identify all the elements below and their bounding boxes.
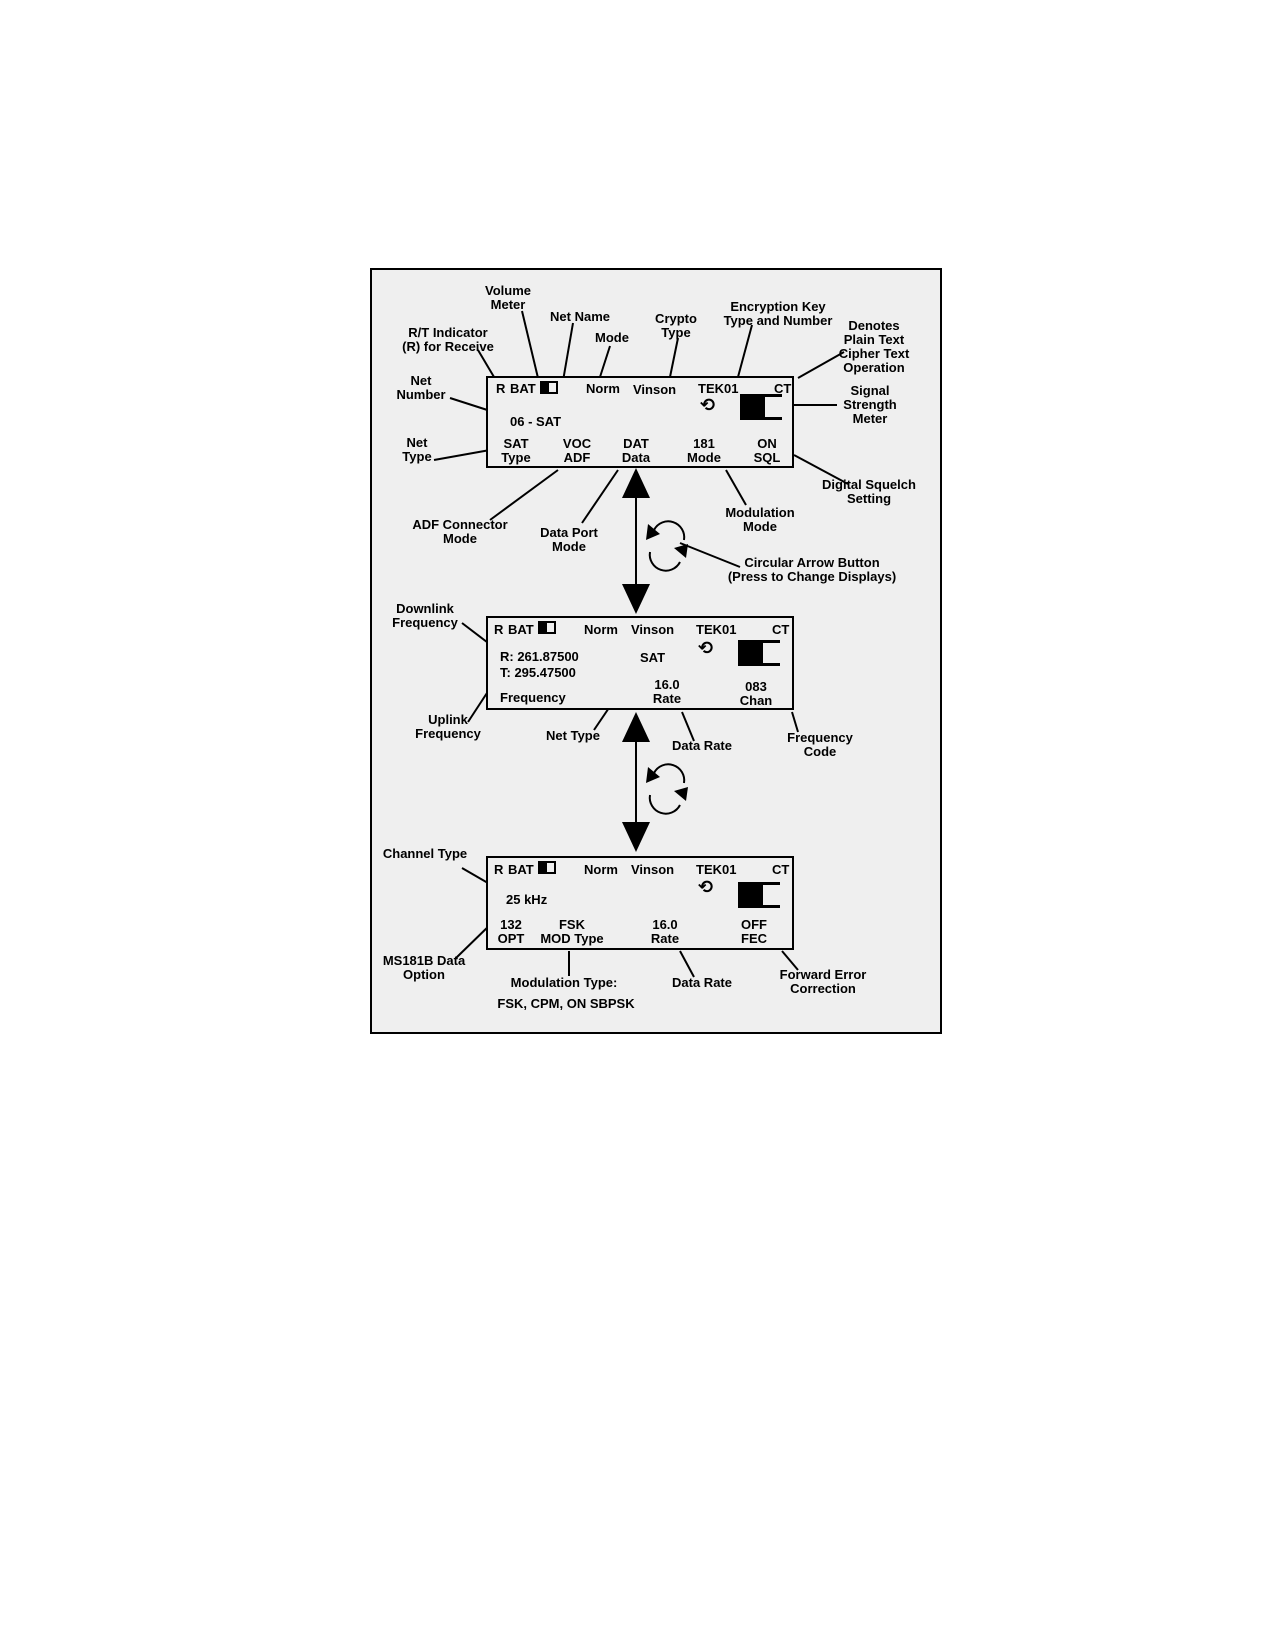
volume-meter-icon — [538, 861, 556, 874]
signal-strength-icon — [738, 882, 780, 908]
net-name-value: 06 - SAT — [510, 414, 562, 429]
label-net-type: Net Type — [402, 435, 432, 464]
label-data-rate-2: Data Rate — [672, 975, 732, 990]
label-circular-arrow: Circular Arrow Button (Press to Change D… — [727, 555, 897, 584]
mode-value: Norm — [584, 862, 618, 877]
label-volume-meter: Volume Meter — [485, 283, 531, 312]
battery-label: BAT — [508, 862, 534, 877]
label-crypto-type: Crypto Type — [655, 311, 697, 340]
ct-indicator: CT — [774, 381, 792, 396]
battery-label: BAT — [510, 381, 536, 396]
downlink-frequency: R: 261.87500 — [500, 649, 579, 664]
volume-meter-icon — [538, 621, 556, 634]
circular-arrow-icon[interactable]: ⟲ — [698, 877, 714, 897]
crypto-value: Vinson — [631, 862, 675, 877]
display-panel-frequency: R BAT Norm Vinson TEK01 CT ⟲ R: 261.8750… — [486, 616, 794, 710]
label-ms181b: MS181B Data Option — [382, 953, 466, 982]
key-value: TEK01 — [698, 381, 739, 396]
label-encryption-key: Encryption Key Type and Number — [723, 299, 833, 328]
label-fec: Forward Error Correction — [779, 967, 867, 996]
display-panel-main: R BAT Norm Vinson TEK01 CT ⟲ 06 - SAT SA… — [486, 376, 794, 468]
frequency-label: Frequency — [500, 690, 566, 705]
label-rt-indicator: R/T Indicator (R) for Receive — [402, 325, 494, 354]
label-digital-squelch: Digital Squelch Setting — [822, 477, 916, 506]
ct-indicator: CT — [772, 862, 790, 877]
circular-arrow-icon[interactable]: ⟲ — [700, 395, 716, 415]
label-plain-cipher: Denotes Plain Text Cipher Text Operation — [838, 318, 910, 375]
label-downlink: Downlink Frequency — [392, 601, 458, 630]
signal-strength-icon — [738, 640, 780, 666]
label-modulation-list: FSK, CPM, ON SBPSK — [497, 996, 635, 1011]
ct-indicator: CT — [772, 622, 790, 637]
label-adf-connector: ADF Connector Mode — [412, 517, 508, 546]
rt-indicator: R — [496, 381, 506, 396]
label-frequency-code: Frequency Code — [787, 730, 853, 759]
label-mode: Mode — [595, 330, 629, 345]
label-data-port: Data Port Mode — [540, 525, 598, 554]
key-value: TEK01 — [696, 622, 737, 637]
crypto-value: Vinson — [631, 622, 675, 637]
label-data-rate: Data Rate — [672, 738, 732, 753]
rt-indicator: R — [494, 622, 504, 637]
uplink-frequency: T: 295.47500 — [500, 665, 576, 680]
label-net-name: Net Name — [550, 309, 610, 324]
crypto-value: Vinson — [633, 382, 677, 397]
label-modulation-mode: Modulation Mode — [725, 505, 795, 534]
channel-type-value: 25 kHz — [506, 892, 548, 907]
label-uplink: Uplink Frequency — [415, 712, 481, 741]
mode-value: Norm — [584, 622, 618, 637]
signal-strength-icon — [740, 394, 782, 420]
mode-value: Norm — [586, 381, 620, 396]
rt-indicator: R — [494, 862, 504, 877]
label-modulation-type: Modulation Type: — [510, 975, 618, 990]
label-net-type-2: Net Type — [546, 728, 600, 743]
net-type-value: SAT — [640, 650, 666, 665]
label-signal-strength: Signal Strength Meter — [843, 383, 897, 426]
volume-meter-icon — [540, 381, 558, 394]
circular-arrow-icon[interactable]: ⟲ — [698, 638, 714, 658]
label-net-number: Net Number — [396, 373, 446, 402]
label-channel-type: Channel Type — [382, 846, 468, 861]
battery-label: BAT — [508, 622, 534, 637]
key-value: TEK01 — [696, 862, 737, 877]
